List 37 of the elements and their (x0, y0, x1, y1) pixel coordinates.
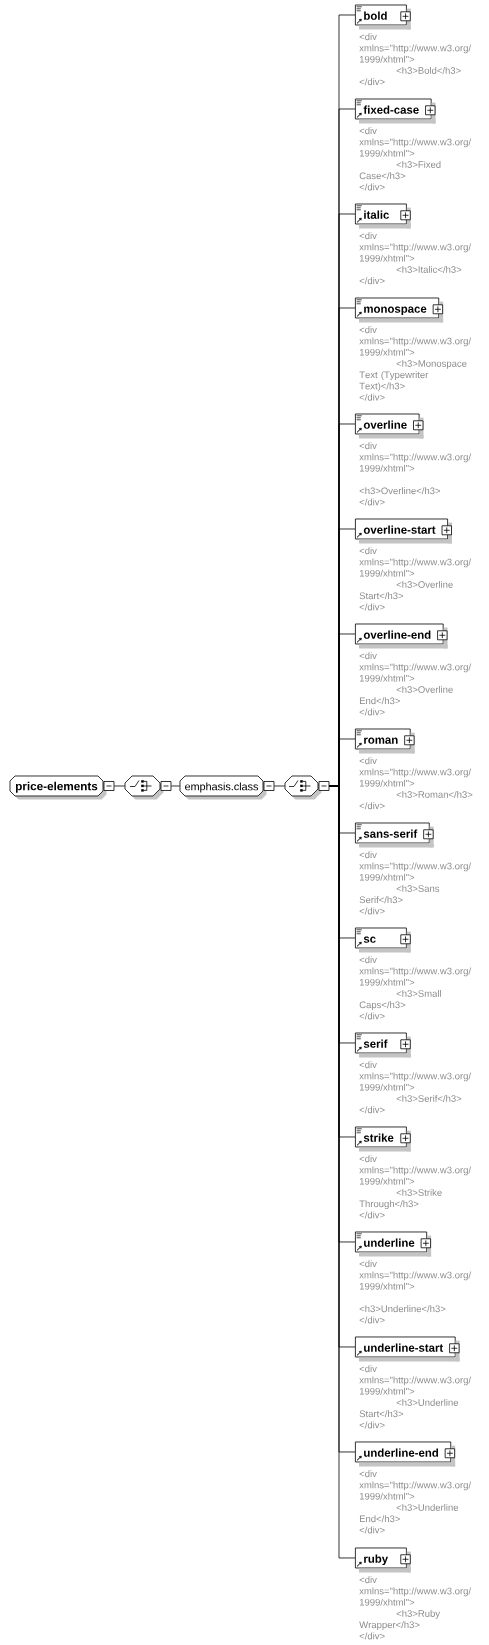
element-box: fixed-case (355, 98, 436, 124)
element-box: overline (355, 413, 424, 439)
element-box: price-elements (9, 775, 107, 800)
element-box: strike (355, 1126, 411, 1152)
connector-line (170, 785, 181, 787)
element-box: bold (355, 4, 411, 30)
connector-line (273, 785, 286, 787)
annotation-text: <div xmlns="http://www.w3.org/1999/xhtml"> <h3>Overline</h3> </div> (359, 442, 472, 506)
element-box: sans-serif (355, 822, 434, 848)
element-box: overline-start (355, 518, 452, 544)
annotation-text: <div xmlns="http://www.w3.org/1999/xhtml"> <h3>Ruby Wrapper</h3> </div> (359, 1576, 472, 1640)
annotation-text: <div xmlns="http://www.w3.org/1999/xhtml"> <h3>Bold</h3> </div> (359, 33, 472, 86)
annotation-text: <div xmlns="http://www.w3.org/1999/xhtml"> <h3>Overline End</h3> </div> (359, 652, 472, 716)
annotation-text: <div xmlns="http://www.w3.org/1999/xhtml"> <h3>Overline Start</h3> </div> (359, 547, 472, 611)
annotation-text: <div xmlns="http://www.w3.org/1999/xhtml"> <h3>Serif</h3> </div> (359, 1061, 472, 1114)
annotation-text: <div xmlns="http://www.w3.org/1999/xhtml"> <h3>Sans Serif</h3> </div> (359, 851, 472, 915)
element-box: italic (355, 203, 411, 229)
element-box: roman (355, 728, 415, 754)
annotation-text: <div xmlns="http://www.w3.org/1999/xhtml"> <h3>Underline End</h3> </div> (359, 1470, 472, 1534)
annotation-text: <div xmlns="http://www.w3.org/1999/xhtml"> <h3>Underline</h3> </div> (359, 1260, 472, 1324)
element-box: monospace (355, 297, 444, 323)
element-box: ruby (355, 1547, 411, 1573)
connector-line (113, 785, 126, 787)
annotation-text: <div xmlns="http://www.w3.org/1999/xhtml"> <h3>Small Caps</h3> </div> (359, 956, 472, 1020)
annotation-text: <div xmlns="http://www.w3.org/1999/xhtml"> <h3>Roman</h3> </div> (359, 757, 473, 810)
element-box: underline-start (355, 1336, 460, 1362)
annotation-text: <div xmlns="http://www.w3.org/1999/xhtml"> <h3>Monospace Text (Typewriter Text)</h3> </div> (359, 326, 472, 401)
annotation-text: <div xmlns="http://www.w3.org/1999/xhtml"> <h3>Strike Through</h3> </div> (359, 1155, 472, 1219)
annotation-text: <div xmlns="http://www.w3.org/1999/xhtml"> <h3>Italic</h3> </div> (359, 232, 472, 285)
element-box: sc (355, 927, 411, 953)
element-box: overline-end (355, 623, 448, 649)
group-box: emphasis.class (179, 775, 267, 800)
element-box: underline (355, 1231, 432, 1257)
annotation-text: <div xmlns="http://www.w3.org/1999/xhtml"> <h3>Underline Start</h3> </div> (359, 1365, 472, 1429)
element-box: serif (355, 1032, 411, 1058)
annotation-text: <div xmlns="http://www.w3.org/1999/xhtml"> <h3>Fixed Case</h3> </div> (359, 127, 472, 191)
element-box: underline-end (355, 1441, 456, 1467)
